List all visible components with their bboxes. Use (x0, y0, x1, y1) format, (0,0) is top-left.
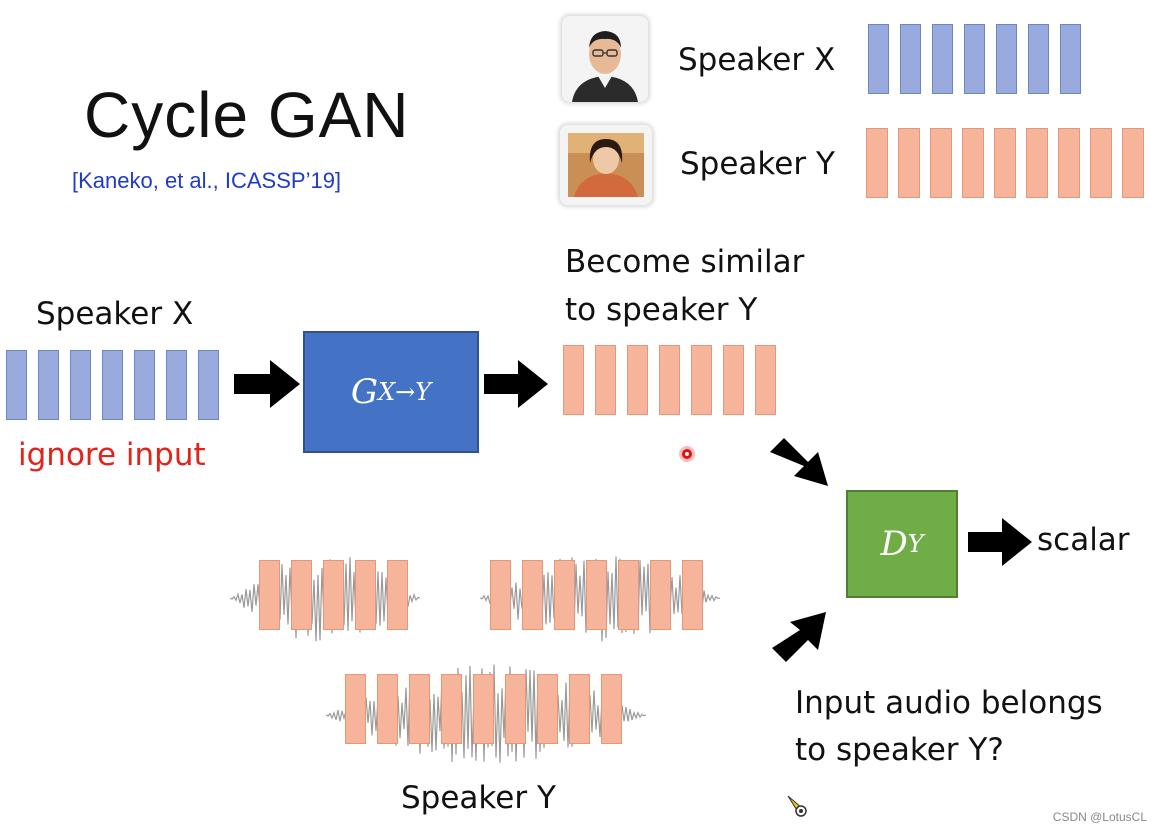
speaker-y-frame (1058, 128, 1080, 198)
watermark: CSDN @LotusCL (1052, 810, 1147, 824)
output-bars (563, 345, 776, 415)
input-frame (134, 350, 155, 420)
real-frame (618, 560, 639, 630)
output-label-line2: to speaker Y (565, 292, 758, 328)
output-frame (755, 345, 776, 415)
input-frame (166, 350, 187, 420)
legend-speaker-x-label: Speaker X (678, 42, 836, 78)
speaker-x-frame (964, 24, 985, 94)
speaker-x-frame (996, 24, 1017, 94)
real-frame (355, 560, 376, 630)
real-frame (473, 674, 494, 744)
real-frame (259, 560, 280, 630)
real-frame (537, 674, 558, 744)
output-frame (595, 345, 616, 415)
speaker-y-avatar (560, 125, 652, 205)
real-frame (522, 560, 543, 630)
real-frame (387, 560, 408, 630)
real-frame (554, 560, 575, 630)
ignore-input-note: ignore input (18, 437, 206, 473)
real-frame (291, 560, 312, 630)
legend-speaker-x-bars (868, 24, 1081, 94)
scalar-label: scalar (1037, 522, 1130, 558)
real-clip-1-bars (259, 560, 408, 630)
arrow-right-icon (234, 360, 300, 408)
real-frame (409, 674, 430, 744)
male-portrait-icon (562, 16, 648, 102)
speaker-x-frame (1060, 24, 1081, 94)
real-frame (490, 560, 511, 630)
pen-cursor-icon (787, 795, 807, 817)
arrow-right-icon (484, 360, 548, 408)
real-clip-2-bars (490, 560, 703, 630)
speaker-y-frame (898, 128, 920, 198)
speaker-y-frame (994, 128, 1016, 198)
female-portrait-icon (560, 125, 652, 205)
speaker-x-frame (900, 24, 921, 94)
real-frame (682, 560, 703, 630)
speaker-x-frame (1028, 24, 1049, 94)
arrow-right-icon (968, 518, 1032, 566)
arrow-down-right-icon (770, 438, 828, 486)
output-frame (659, 345, 680, 415)
real-frame (505, 674, 526, 744)
input-frame (70, 350, 91, 420)
real-frame (377, 674, 398, 744)
input-frame (102, 350, 123, 420)
speaker-y-frame (1122, 128, 1144, 198)
legend-speaker-y-bars (866, 128, 1144, 198)
input-frame (6, 350, 27, 420)
speaker-y-frame (962, 128, 984, 198)
real-frame (441, 674, 462, 744)
output-frame (563, 345, 584, 415)
pointer-dot-icon (679, 446, 695, 462)
output-label-line1: Become similar (565, 244, 805, 280)
generator-subscript: X→Y (378, 378, 432, 406)
legend-speaker-y-label: Speaker Y (680, 146, 835, 182)
question-line1: Input audio belongs (795, 685, 1103, 721)
real-frame (345, 674, 366, 744)
real-frame (323, 560, 344, 630)
speaker-y-frame (930, 128, 952, 198)
output-frame (723, 345, 744, 415)
speaker-y-frame (1090, 128, 1112, 198)
speaker-x-avatar (562, 16, 648, 102)
input-speaker-x-label: Speaker X (36, 296, 194, 332)
input-frame (38, 350, 59, 420)
citation: [Kaneko, et al., ICASSP’19] (72, 168, 342, 193)
real-frame (601, 674, 622, 744)
discriminator-symbol: D (880, 524, 908, 564)
speaker-x-frame (868, 24, 889, 94)
slide-title: Cycle GAN (84, 79, 410, 151)
real-frame (586, 560, 607, 630)
arrow-up-right-icon (772, 612, 826, 662)
output-frame (691, 345, 712, 415)
real-clip-3-bars (345, 674, 622, 744)
input-frame (198, 350, 219, 420)
real-samples-label: Speaker Y (401, 780, 556, 816)
speaker-x-frame (932, 24, 953, 94)
speaker-y-frame (1026, 128, 1048, 198)
question-line2: to speaker Y? (795, 732, 1004, 768)
real-frame (569, 674, 590, 744)
generator-symbol: G (350, 372, 379, 412)
real-frame (650, 560, 671, 630)
speaker-y-frame (866, 128, 888, 198)
output-frame (627, 345, 648, 415)
input-speaker-x-bars (6, 350, 219, 420)
discriminator-subscript: Y (907, 530, 924, 558)
